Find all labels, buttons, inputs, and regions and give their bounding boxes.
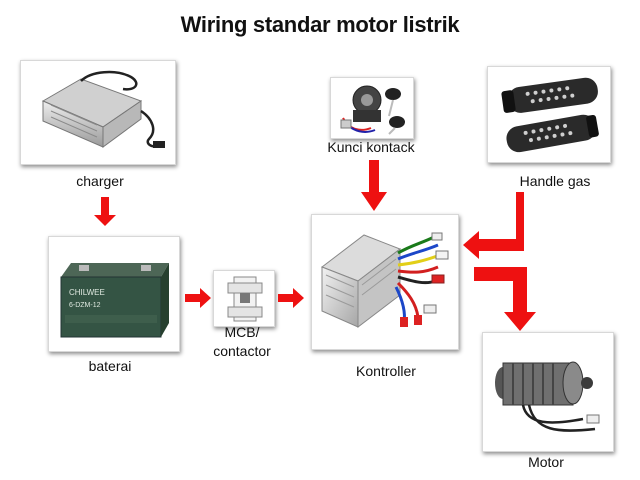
arrow-baterai-to-mcb	[185, 288, 211, 308]
controller-label: Kontroller	[356, 363, 416, 379]
throttle-grip-label: Handle gas	[519, 173, 591, 189]
controller-image	[311, 214, 459, 350]
mcb-label: MCB/ contactor	[213, 324, 271, 359]
motor-image	[482, 332, 614, 452]
charger-image	[20, 60, 176, 165]
ignition-key-image	[330, 77, 414, 139]
ignition-key-label: Kunci kontack	[327, 139, 415, 155]
battery-model: 6-DZM-12	[69, 302, 101, 309]
motor-label: Motor	[528, 454, 564, 470]
battery-brand: CHILWEE	[69, 288, 105, 297]
battery-image: CHILWEE 6-DZM-12	[48, 236, 180, 352]
mcb-breaker-image	[213, 270, 275, 327]
battery-label: baterai	[88, 358, 132, 374]
throttle-grip-image	[487, 66, 611, 163]
arrow-handle-to-kontroller	[463, 192, 524, 259]
arrow-kontroller-to-motor	[474, 267, 536, 331]
charger-label: charger	[76, 173, 124, 189]
arrow-charger-to-baterai	[94, 197, 116, 226]
diagram-title: Wiring standar motor listrik	[180, 12, 460, 37]
arrow-mcb-to-kontroller	[278, 288, 304, 308]
arrow-kunci-to-kontroller	[361, 160, 387, 211]
